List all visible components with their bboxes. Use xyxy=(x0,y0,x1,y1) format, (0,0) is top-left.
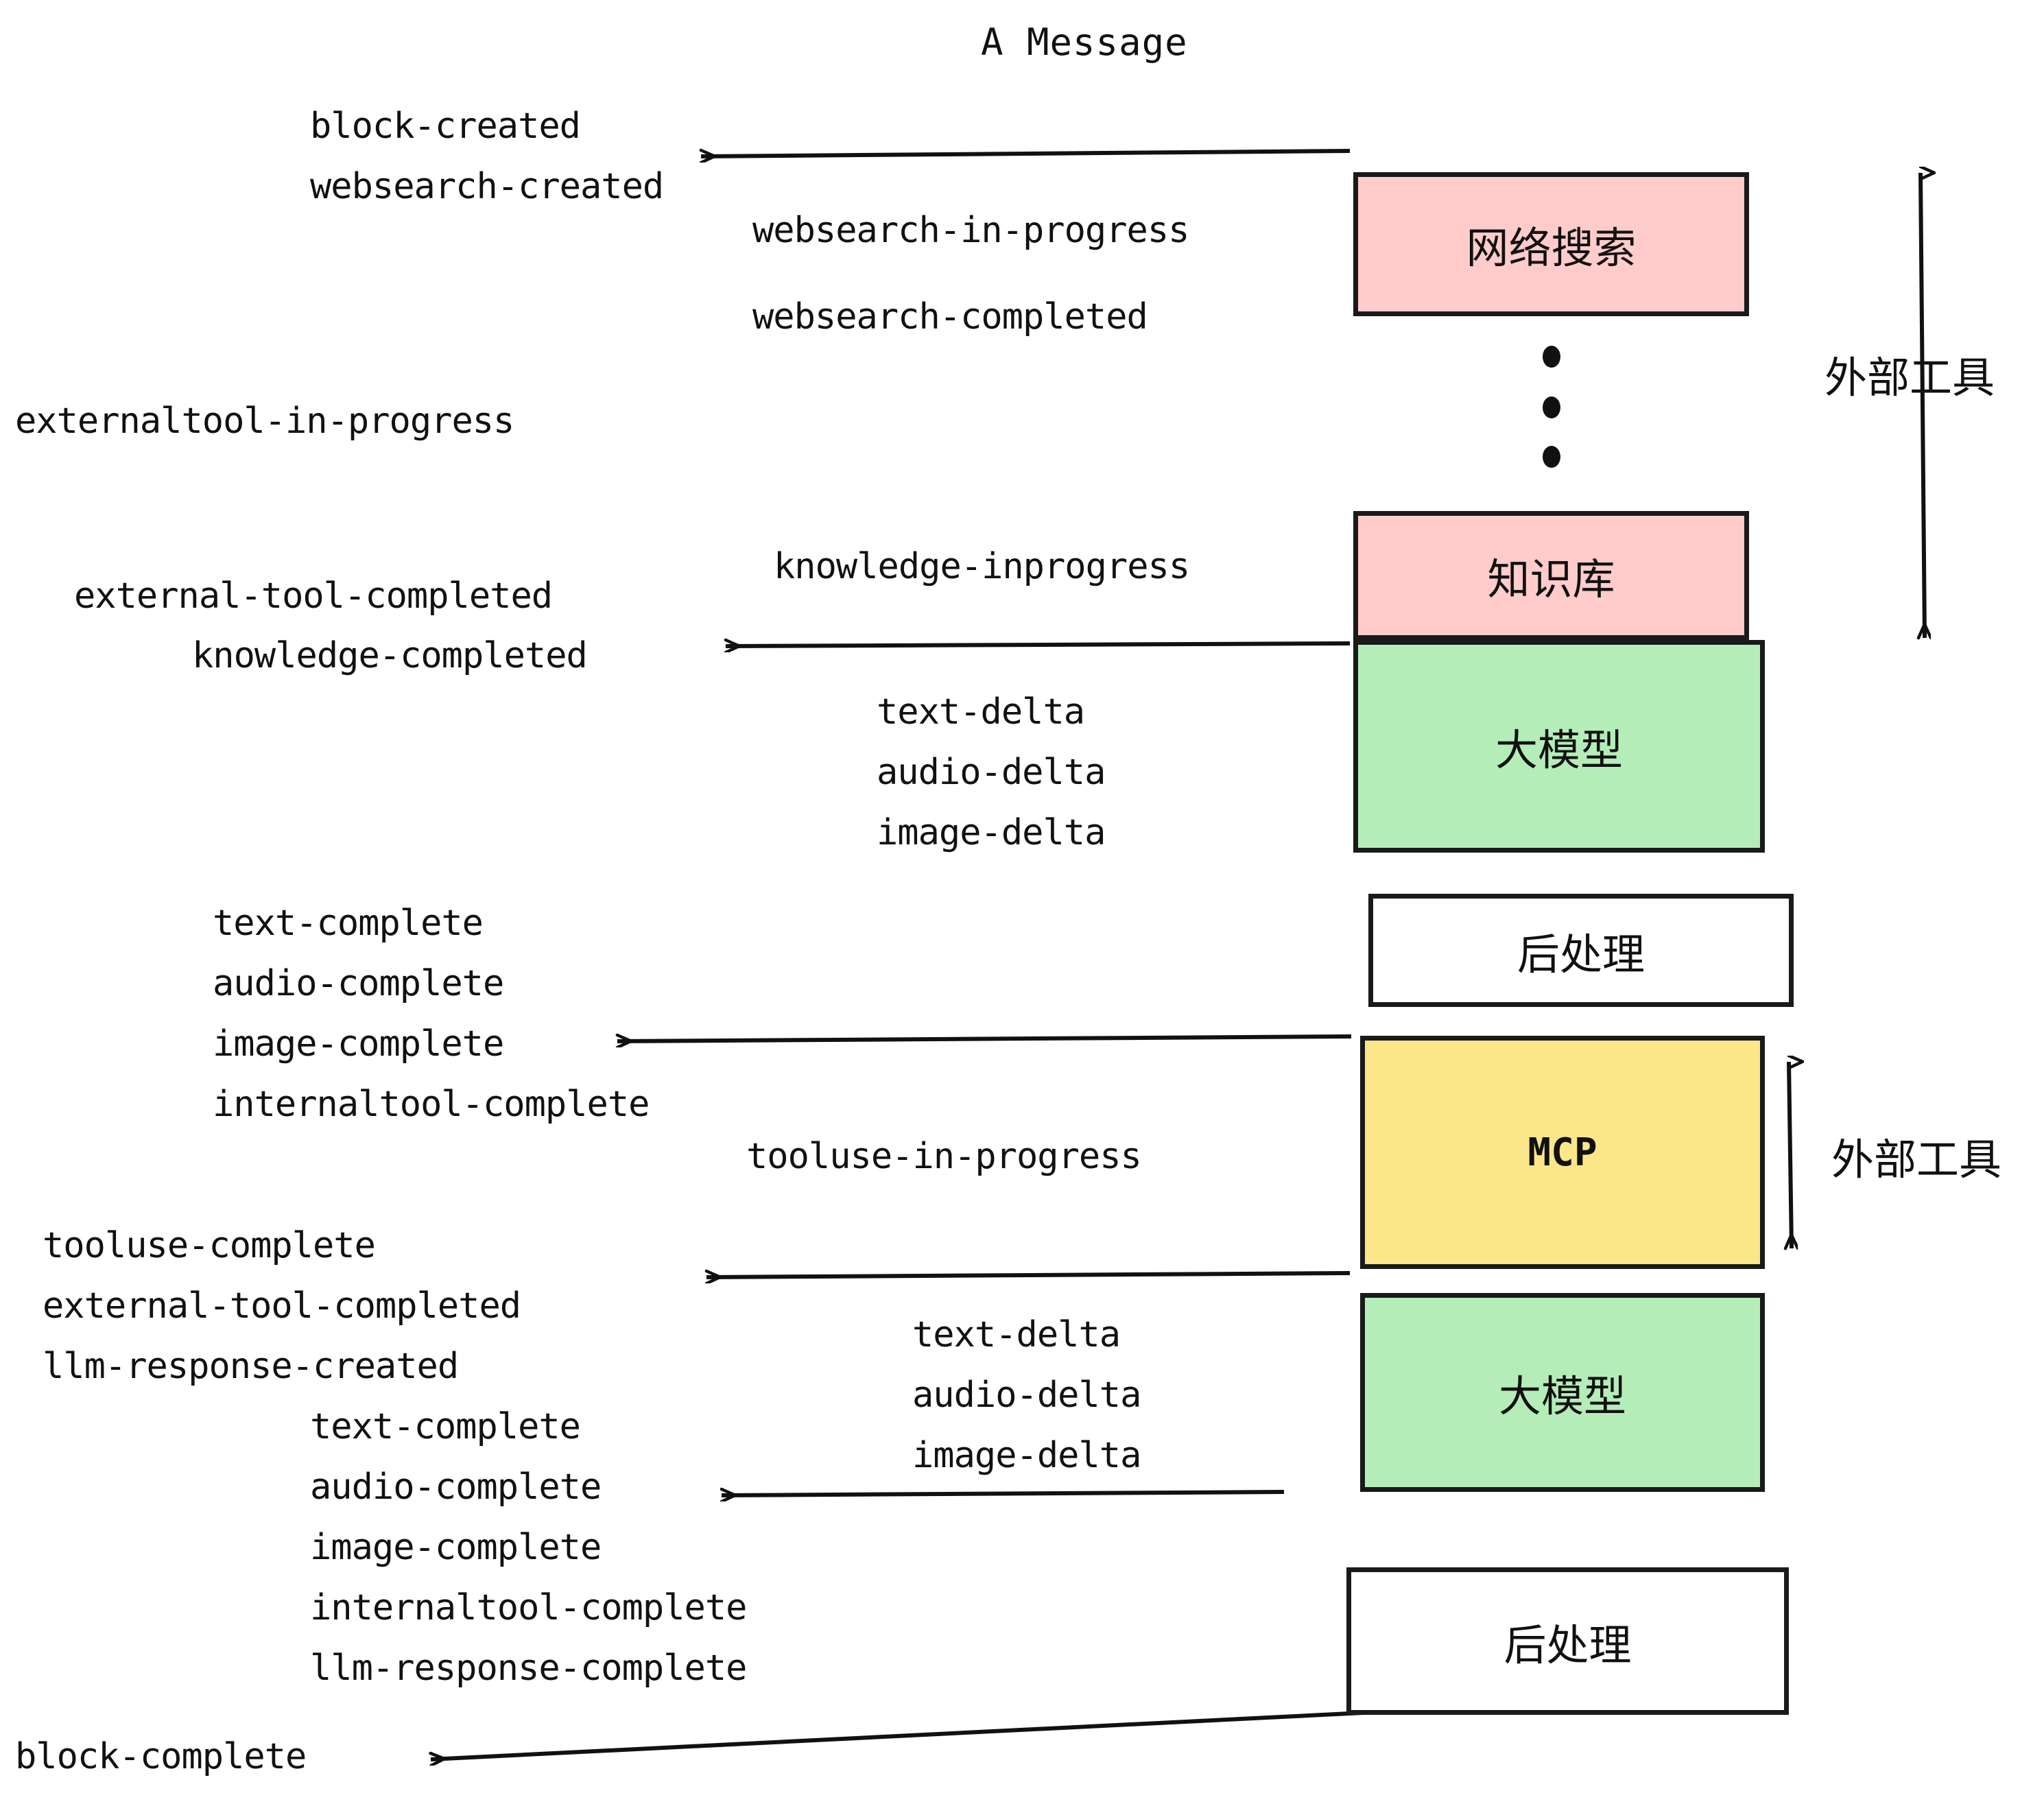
node-mcp-label: MCP xyxy=(1528,1130,1597,1175)
side-label-external-tools-top: 外部工具 xyxy=(1825,353,1995,403)
event-websearch-in-progress: websearch-in-progress xyxy=(752,210,1189,251)
event-websearch-created: websearch-created xyxy=(310,166,664,207)
arrow-audio-complete xyxy=(722,1492,1285,1495)
event-image-delta-1: image-delta xyxy=(877,812,1106,853)
node-postprocess-top-label: 后处理 xyxy=(1517,929,1645,980)
node-websearch[interactable]: 网络搜索 xyxy=(1353,172,1749,316)
node-llm-top[interactable]: 大模型 xyxy=(1353,640,1765,853)
event-audio-delta-2: audio-delta xyxy=(912,1375,1141,1416)
node-websearch-label: 网络搜索 xyxy=(1466,223,1637,273)
event-knowledge-completed: knowledge-completed xyxy=(192,635,588,676)
event-llm-response-complete: llm-response-complete xyxy=(310,1648,747,1689)
event-audio-complete-2: audio-complete xyxy=(310,1467,602,1508)
vertical-dot-1 xyxy=(1543,346,1560,368)
node-llm-bottom-label: 大模型 xyxy=(1498,1371,1626,1421)
node-mcp[interactable]: MCP xyxy=(1360,1036,1765,1269)
arrow-image-complete xyxy=(617,1036,1352,1041)
event-text-delta-1: text-delta xyxy=(877,691,1085,733)
arrow-block-complete xyxy=(431,1709,1392,1759)
event-tooluse-complete: tooluse-complete xyxy=(43,1225,376,1266)
node-knowledge-label: 知识库 xyxy=(1487,554,1615,604)
arrow-block-created xyxy=(701,151,1351,156)
vertical-dot-2 xyxy=(1543,396,1560,418)
event-audio-complete-1: audio-complete xyxy=(213,963,504,1004)
event-knowledge-inprogress: knowledge-inprogress xyxy=(774,546,1190,587)
node-llm-bottom[interactable]: 大模型 xyxy=(1360,1293,1765,1492)
event-image-delta-2: image-delta xyxy=(912,1435,1141,1476)
event-block-created: block-created xyxy=(310,106,581,147)
event-internaltool-complete-2: internaltool-complete xyxy=(310,1587,747,1628)
side-label-external-tools-bottom: 外部工具 xyxy=(1831,1135,2002,1185)
event-externaltool-in-progress: externaltool-in-progress xyxy=(15,401,514,442)
node-knowledge[interactable]: 知识库 xyxy=(1353,511,1749,640)
arrow-external-tools-top xyxy=(1921,173,1925,638)
event-text-delta-2: text-delta xyxy=(912,1314,1121,1355)
event-image-complete-1: image-complete xyxy=(213,1023,504,1065)
event-llm-response-created: llm-response-created xyxy=(43,1346,459,1387)
event-external-tool-completed-1: external-tool-completed xyxy=(74,575,553,617)
node-postprocess-top[interactable]: 后处理 xyxy=(1368,894,1794,1007)
event-text-complete-1: text-complete xyxy=(213,903,484,944)
event-internaltool-complete-1: internaltool-complete xyxy=(213,1084,650,1125)
event-block-complete: block-complete xyxy=(15,1736,307,1777)
event-external-tool-completed-2: external-tool-completed xyxy=(43,1285,521,1327)
arrow-tooluse-complete xyxy=(706,1273,1351,1277)
node-llm-top-label: 大模型 xyxy=(1495,725,1623,775)
diagram-title: A Message xyxy=(981,21,1188,64)
arrow-knowledge-completed xyxy=(726,643,1351,646)
event-tooluse-in-progress: tooluse-in-progress xyxy=(746,1136,1142,1177)
event-text-complete-2: text-complete xyxy=(310,1406,581,1447)
event-audio-delta-1: audio-delta xyxy=(877,752,1106,793)
node-postprocess-bottom-label: 后处理 xyxy=(1504,1619,1632,1670)
arrow-external-tools-bottom xyxy=(1789,1062,1792,1248)
event-image-complete-2: image-complete xyxy=(310,1527,602,1568)
vertical-dot-3 xyxy=(1543,446,1560,468)
event-websearch-completed: websearch-completed xyxy=(752,296,1148,337)
node-postprocess-bottom[interactable]: 后处理 xyxy=(1346,1567,1789,1715)
